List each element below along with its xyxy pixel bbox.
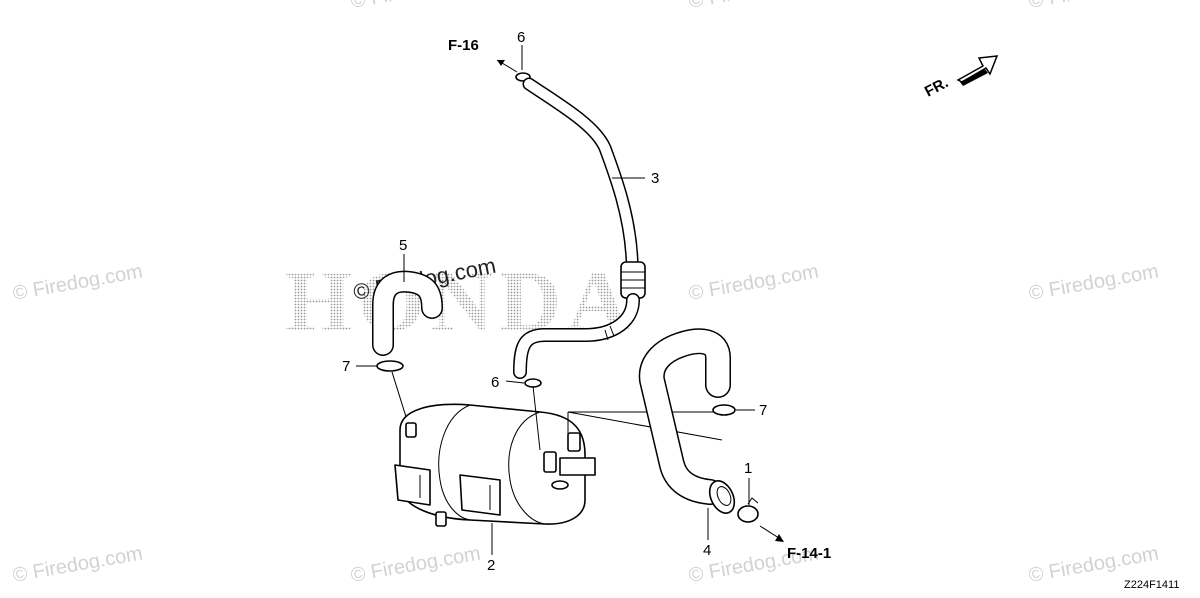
part-7-right-clip: [712, 404, 736, 416]
front-label: FR.: [922, 74, 951, 100]
front-arrow-shadow-icon: [960, 69, 988, 86]
part-2-canister: [394, 403, 596, 527]
callout-4: 4: [703, 542, 711, 559]
watermark-4: © Firedog.com: [11, 542, 144, 586]
reference-f14-1: F-14-1: [787, 545, 831, 562]
part-7-link-line: [391, 371, 408, 421]
part-4-hose: [638, 328, 736, 514]
watermark-1: © Firedog.com: [11, 260, 144, 304]
front-direction-indicator: FR.: [922, 55, 999, 101]
part-6-link-line: [532, 385, 541, 451]
callout-1: 1: [744, 460, 752, 477]
callout-2: 2: [487, 557, 495, 574]
watermark-2: © Firedog.com: [687, 260, 820, 304]
callout-3: 3: [651, 170, 659, 187]
watermark-10: © Firedog.com: [1027, 0, 1160, 13]
callout-5: 5: [399, 237, 407, 254]
callout-7-right: 7: [759, 402, 767, 419]
part-6-lower-clip: [524, 378, 542, 388]
part-1-clamp: [737, 505, 759, 523]
part-7-left-clip: [376, 360, 404, 372]
watermark-5: © Firedog.com: [349, 542, 482, 586]
watermark-9: © Firedog.com: [687, 0, 820, 13]
callout-6b-leader: [505, 380, 525, 384]
callout-6-upper: 6: [517, 29, 525, 46]
watermark-8: © Firedog.com: [349, 0, 482, 13]
reference-f16-arrow-icon: [497, 60, 505, 66]
callout-6-lower: 6: [491, 374, 499, 391]
reference-f14-1-arrow-icon: [775, 534, 784, 542]
reference-f16: F-16: [448, 37, 479, 54]
callout-7-left: 7: [342, 358, 350, 375]
assembly-link-lines: [567, 411, 723, 441]
watermark-3: © Firedog.com: [1027, 260, 1160, 304]
part-5-hose: [372, 270, 443, 356]
part-3-tube: [513, 77, 646, 379]
diagram-code: Z224F1411: [1124, 579, 1179, 591]
